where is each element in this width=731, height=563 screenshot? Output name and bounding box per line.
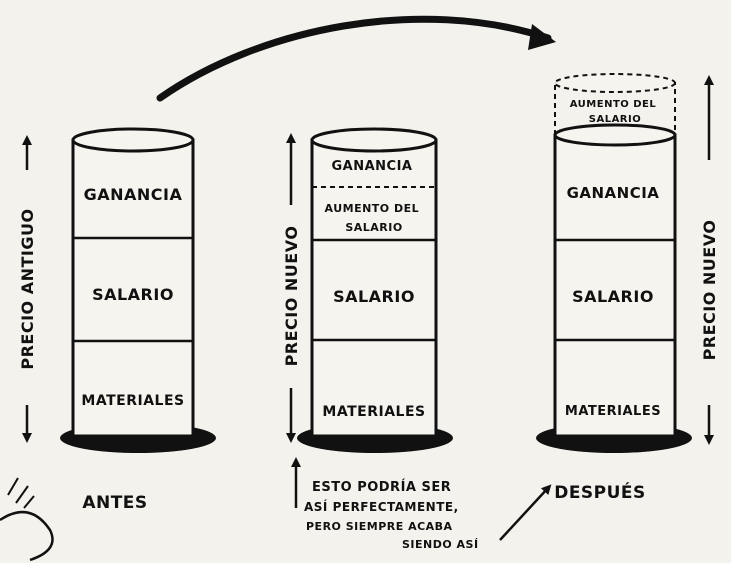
segment-label-aumento-line-2: SALARIO (345, 221, 402, 234)
segment-label-materiales: MATERIALES (81, 393, 184, 409)
overflow-label: AUMENTO DEL SALARIO (570, 99, 661, 125)
stack-antes: GANANCIA SALARIO MATERIALES PRECIO ANTIG… (18, 127, 216, 513)
segment-label-salario: SALARIO (572, 287, 654, 306)
side-label-precio-nuevo: PRECIO NUEVO (700, 220, 719, 361)
transition-arrowhead (528, 24, 556, 50)
segment-label-aumento-del-salario: AUMENTO DEL SALARIO (325, 202, 424, 234)
segment-label-materiales: MATERIALES (565, 404, 661, 419)
stack-middle: GANANCIA AUMENTO DEL SALARIO SALARIO MAT… (282, 127, 453, 453)
note-line-3: PERO SIEMPRE ACABA (306, 520, 453, 533)
annotation-note: ESTO PODRÍA SER ASÍ PERFECTAMENTE, PERO … (291, 457, 552, 551)
side-label-precio-antiguo: PRECIO ANTIGUO (18, 208, 37, 369)
overflow-segment-top (554, 73, 676, 93)
segment-label-salario: SALARIO (92, 285, 174, 304)
segment-label-ganancia: GANANCIA (84, 185, 183, 204)
side-label-precio-nuevo: PRECIO NUEVO (282, 226, 301, 367)
segment-label-materiales: MATERIALES (322, 404, 425, 420)
segment-label-ganancia: GANANCIA (567, 184, 660, 202)
overflow-label-line-2: SALARIO (589, 114, 641, 125)
note-line-4: SIENDO ASÍ (402, 538, 479, 551)
caption-despues: DESPUÉS (554, 481, 646, 503)
note-line-2: ASÍ PERFECTAMENTE, (304, 499, 459, 514)
caption-antes: ANTES (82, 493, 147, 513)
note-pointer-diagonal (499, 484, 552, 541)
stack-despues: AUMENTO DEL SALARIO GANANCIA SALARIO MAT… (536, 73, 719, 503)
segment-label-ganancia: GANANCIA (332, 159, 413, 174)
overflow-label-line-1: AUMENTO DEL (570, 99, 657, 110)
note-line-1: ESTO PODRÍA SER (312, 479, 451, 495)
segment-label-aumento-line-1: AUMENTO DEL (325, 202, 420, 215)
segment-label-salario: SALARIO (333, 287, 415, 306)
decorative-sketch (0, 477, 54, 562)
transition-curve-arrow (156, 15, 552, 102)
